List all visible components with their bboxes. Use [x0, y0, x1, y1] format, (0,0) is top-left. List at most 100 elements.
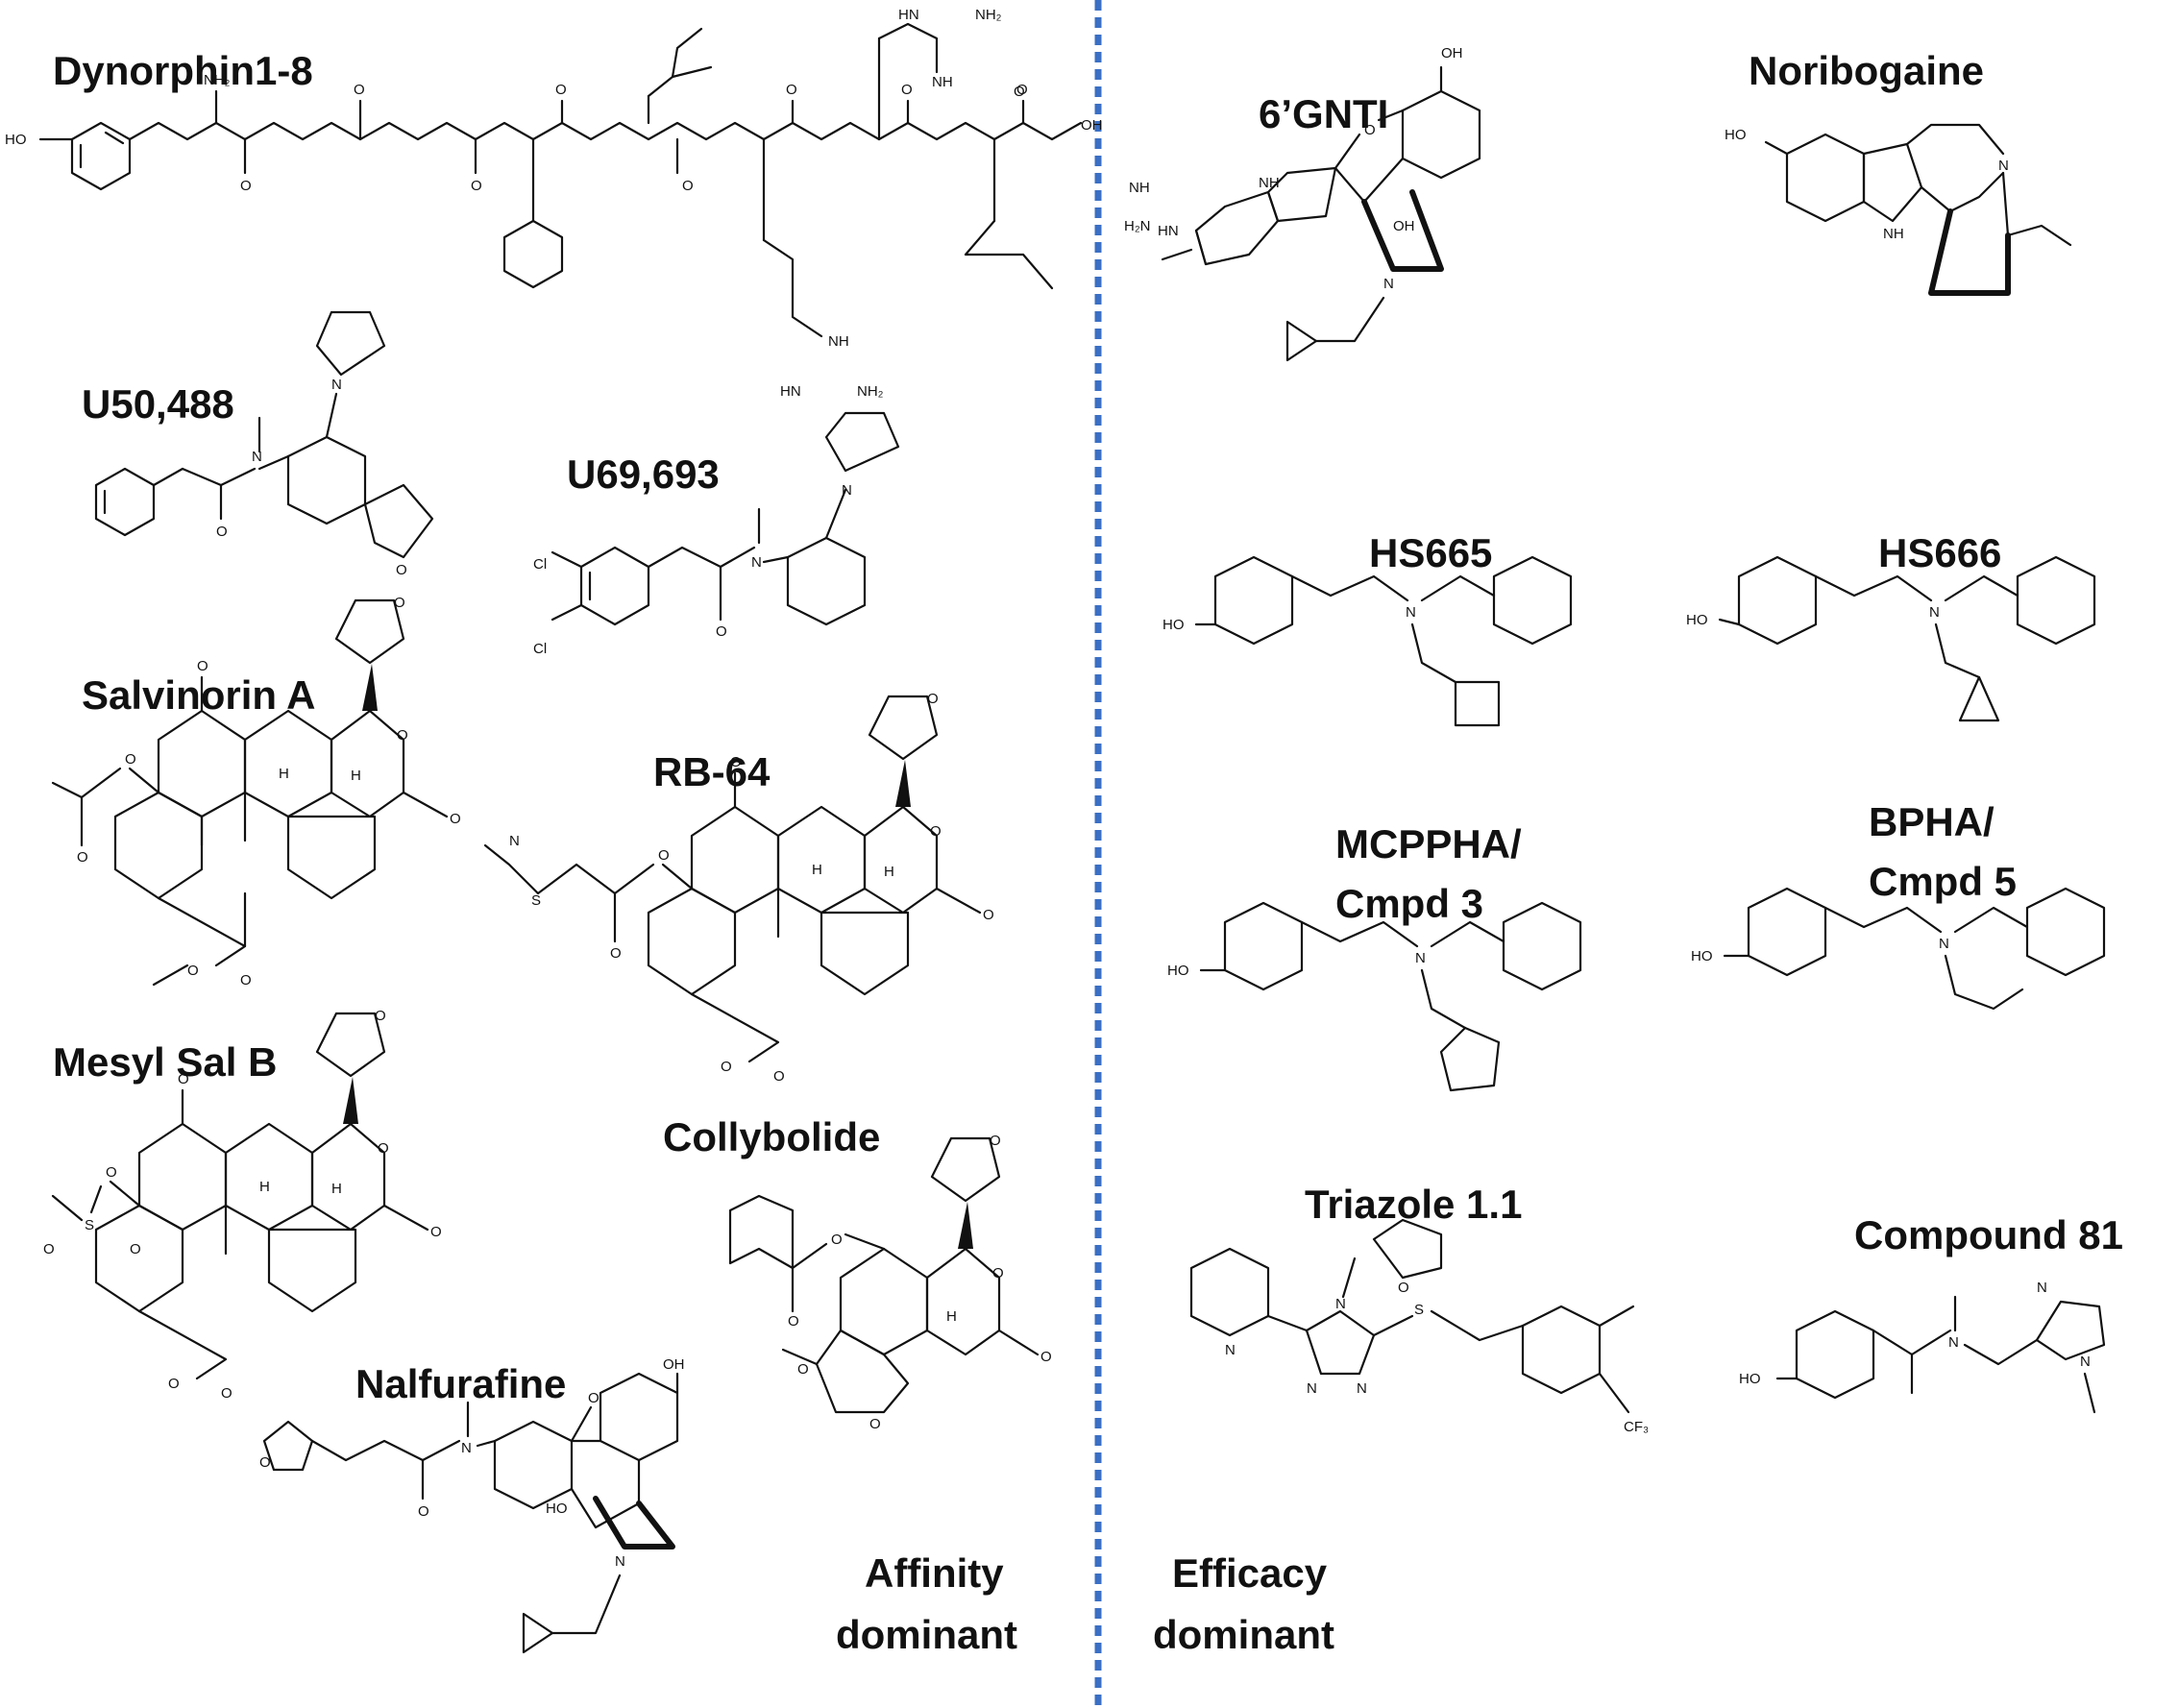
svg-text:N: N — [461, 1440, 472, 1456]
bpha-structure: BPHA/ Cmpd 5 HO N — [1691, 799, 2106, 1011]
svg-text:H: H — [812, 862, 822, 878]
noribogaine-structure: Noribogaine HO NH N — [1725, 48, 2072, 296]
svg-text:O: O — [990, 1133, 1001, 1149]
affinity-label-line1: Affinity — [865, 1550, 1004, 1596]
svg-text:NH: NH — [1129, 180, 1150, 196]
compound-name-collybolide: Collybolide — [663, 1114, 880, 1159]
svg-text:NH₂: NH₂ — [204, 72, 231, 88]
dynorphin-structure: Dynorphin1-8 HO NH₂ O O O O O O NH HN NH… — [5, 7, 1103, 400]
svg-text:O: O — [610, 945, 622, 962]
svg-text:N: N — [331, 377, 342, 393]
svg-text:O: O — [788, 1313, 799, 1330]
svg-text:Cl: Cl — [533, 641, 547, 657]
svg-text:S: S — [85, 1217, 94, 1233]
svg-text:CF₃: CF₃ — [1624, 1419, 1649, 1435]
mesyl-sal-b-structure: Mesyl Sal B O O O H H O O S O O O O — [43, 1008, 442, 1402]
svg-text:O: O — [394, 595, 405, 611]
svg-text:O: O — [259, 1454, 271, 1471]
svg-text:OH: OH — [1393, 218, 1415, 234]
svg-text:O: O — [430, 1224, 442, 1240]
svg-text:O: O — [221, 1385, 232, 1402]
svg-text:O: O — [216, 524, 228, 540]
svg-text:O: O — [1040, 1349, 1052, 1365]
svg-text:O: O — [658, 847, 670, 864]
svg-text:O: O — [1016, 82, 1028, 98]
svg-text:O: O — [130, 1241, 141, 1257]
svg-text:O: O — [178, 1071, 189, 1087]
compound-name-bpha-line2: Cmpd 5 — [1869, 859, 2017, 904]
salvinorin-a-structure: Salvinorin A O O O H H O O O O O — [51, 595, 461, 988]
svg-text:N: N — [1939, 936, 1949, 952]
compound-name-6gnti: 6’GNTI — [1259, 91, 1388, 136]
svg-text:O: O — [396, 562, 407, 578]
compound-name-compound81: Compound 81 — [1854, 1212, 2123, 1257]
svg-text:N: N — [1307, 1380, 1317, 1397]
svg-text:O: O — [77, 849, 88, 866]
svg-text:HO: HO — [5, 132, 27, 148]
svg-text:HO: HO — [1686, 612, 1708, 628]
svg-text:HN: HN — [1158, 223, 1179, 239]
svg-text:N: N — [1383, 276, 1394, 292]
u69693-structure: U69,693 Cl Cl O N N — [533, 411, 900, 657]
svg-text:O: O — [43, 1241, 55, 1257]
triazole-structure: Triazole 1.1 N N N N O S CF₃ — [1189, 1182, 1649, 1435]
svg-text:NH₂: NH₂ — [975, 7, 1002, 23]
compound-name-salvinorin-a: Salvinorin A — [82, 672, 316, 718]
svg-text:OH: OH — [1081, 117, 1103, 134]
nalfurafine-structure: Nalfurafine O O N O OH HO N — [259, 1356, 685, 1654]
svg-text:O: O — [797, 1361, 809, 1378]
6gnti-structure: 6’GNTI OH O NH HN H₂N NH OH N — [1124, 45, 1481, 362]
rb64-structure: RB-64 O O O H H O O S N O O O — [483, 691, 994, 1085]
svg-text:O: O — [1364, 122, 1376, 138]
svg-text:OH: OH — [1441, 45, 1463, 61]
svg-text:O: O — [901, 82, 913, 98]
svg-text:N: N — [615, 1553, 625, 1570]
svg-text:H: H — [351, 768, 361, 784]
svg-text:O: O — [397, 727, 408, 744]
svg-text:O: O — [450, 811, 461, 827]
svg-text:O: O — [1014, 84, 1025, 100]
compound-name-hs665: HS665 — [1369, 530, 1492, 575]
svg-text:HO: HO — [1167, 963, 1189, 979]
compound-name-bpha: BPHA/ — [1869, 799, 1994, 844]
mcppha-structure: MCPPHA/ Cmpd 3 HO N — [1167, 821, 1582, 1092]
svg-text:O: O — [240, 178, 252, 194]
svg-text:S: S — [1414, 1302, 1424, 1318]
svg-text:O: O — [992, 1265, 1004, 1281]
svg-text:H: H — [331, 1181, 342, 1197]
collybolide-structure: Collybolide O O O H O O O O — [663, 1114, 1052, 1432]
svg-text:O: O — [930, 823, 942, 840]
svg-text:O: O — [240, 972, 252, 988]
affinity-label-line2: dominant — [836, 1612, 1017, 1657]
efficacy-label-line2: dominant — [1153, 1612, 1334, 1657]
svg-text:O: O — [682, 178, 694, 194]
svg-text:O: O — [375, 1008, 386, 1024]
svg-text:O: O — [869, 1416, 881, 1432]
efficacy-label-line1: Efficacy — [1172, 1550, 1328, 1596]
svg-text:O: O — [983, 907, 994, 923]
svg-text:O: O — [721, 1059, 732, 1075]
svg-text:O: O — [187, 963, 199, 979]
svg-text:N: N — [2037, 1280, 2047, 1296]
compound-name-rb64: RB-64 — [653, 749, 771, 794]
compound-name-u69693: U69,693 — [567, 451, 720, 497]
svg-text:O: O — [730, 754, 742, 770]
svg-text:O: O — [773, 1068, 785, 1085]
svg-text:N: N — [509, 833, 520, 849]
compound81-structure: Compound 81 HO N N N — [1739, 1212, 2123, 1414]
svg-text:O: O — [168, 1376, 180, 1392]
compound-name-triazole: Triazole 1.1 — [1305, 1182, 1522, 1227]
svg-text:HO: HO — [1691, 948, 1713, 964]
svg-text:NH₂: NH₂ — [857, 383, 884, 400]
svg-text:O: O — [418, 1503, 429, 1520]
svg-text:O: O — [927, 691, 939, 707]
svg-text:HO: HO — [546, 1501, 568, 1517]
svg-text:S: S — [531, 892, 541, 909]
svg-text:N: N — [1335, 1296, 1346, 1312]
compound-name-nalfurafine: Nalfurafine — [355, 1361, 566, 1406]
svg-text:O: O — [786, 82, 797, 98]
svg-text:HN: HN — [898, 7, 919, 23]
svg-text:N: N — [1929, 604, 1940, 621]
